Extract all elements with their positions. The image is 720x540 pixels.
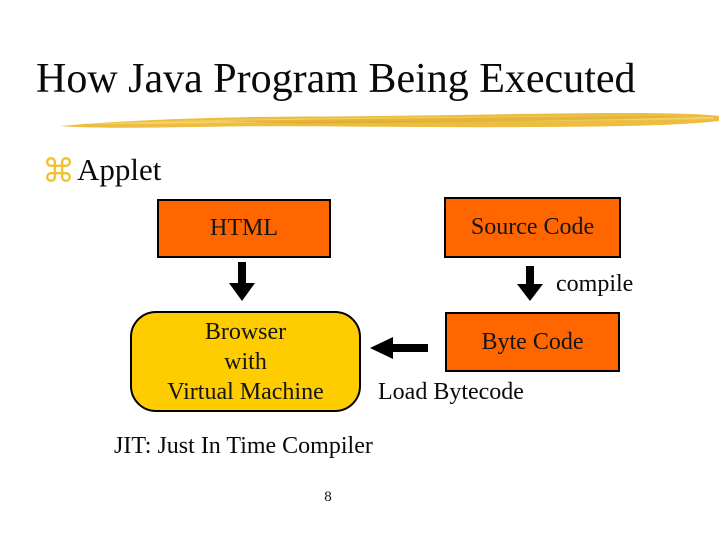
html-box: HTML — [157, 199, 331, 258]
browser-vm-line: with — [224, 348, 267, 375]
browser-vm-line: Browser — [204, 318, 287, 345]
arrow-left-icon — [370, 337, 428, 359]
bullet-item-applet: ⌘ Applet — [42, 152, 161, 188]
load-bytecode-label: Load Bytecode — [378, 379, 524, 405]
bullet-label: Applet — [77, 152, 162, 187]
source-code-box-label: Source Code — [470, 214, 595, 240]
brush-stroke-underline — [60, 113, 719, 128]
source-code-box: Source Code — [444, 197, 621, 258]
command-bullet-icon: ⌘ — [42, 150, 75, 190]
compile-label: compile — [556, 271, 634, 297]
page-number: 8 — [324, 489, 332, 505]
jit-label: JIT: Just In Time Compiler — [114, 433, 373, 459]
arrow-down-icon — [229, 262, 255, 301]
byte-code-box-label: Byte Code — [481, 328, 584, 355]
byte-code-box: Byte Code — [445, 312, 620, 372]
html-box-label: HTML — [210, 215, 278, 241]
slide-title: How Java Program Being Executed — [36, 56, 636, 102]
browser-vm-box: Browser with Virtual Machine — [130, 311, 361, 412]
browser-vm-line: Virtual Machine — [167, 378, 324, 405]
arrow-down-icon — [517, 266, 543, 301]
